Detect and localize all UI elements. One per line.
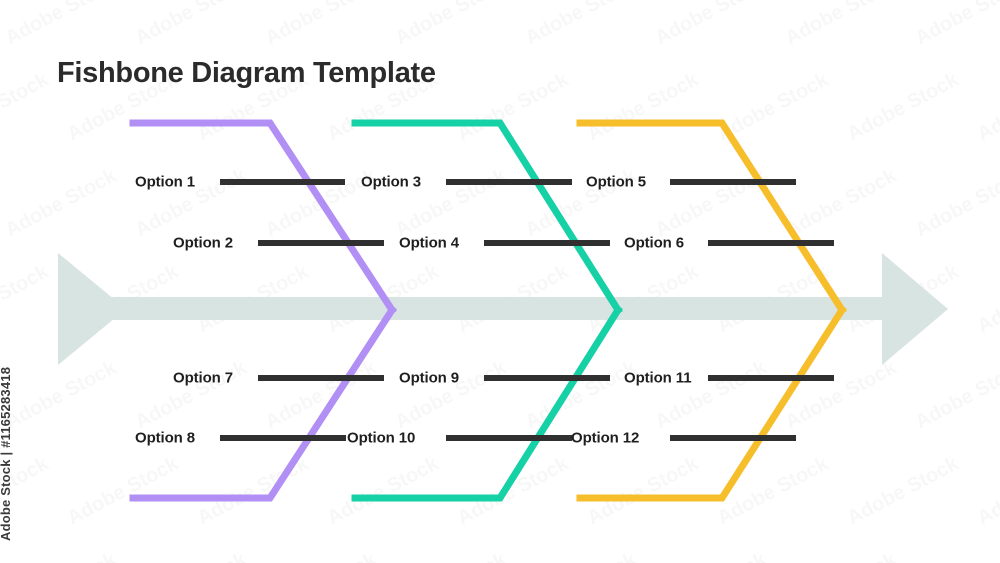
branch-teal-top-path: [351, 119, 623, 315]
option-12-label[interactable]: Option 12: [571, 429, 640, 447]
branch-teal-bottom[interactable]: [351, 305, 623, 502]
option-9-label[interactable]: Option 9: [399, 369, 460, 387]
branch-teal-top[interactable]: [351, 119, 623, 315]
spine-tail-fin: [58, 253, 126, 365]
branch-yellow-bottom[interactable]: [576, 305, 847, 502]
branch-teal-bottom-path: [351, 305, 623, 502]
branch-purple-top-path: [129, 119, 397, 315]
option-2-label[interactable]: Option 2: [173, 234, 234, 252]
branch-purple-bottom[interactable]: [129, 305, 397, 502]
branch-yellow-top-path: [576, 119, 847, 315]
option-8-label[interactable]: Option 8: [135, 429, 196, 447]
option-1-label[interactable]: Option 1: [135, 173, 196, 191]
main-spine: [58, 253, 948, 365]
option-6-label[interactable]: Option 6: [624, 234, 685, 252]
branch-purple-bottom-path: [129, 305, 397, 502]
page-title: Fishbone Diagram Template: [57, 57, 436, 90]
option-5-label[interactable]: Option 5: [586, 173, 647, 191]
branch-purple-top[interactable]: [129, 119, 397, 315]
spine-arrow-head: [882, 253, 948, 365]
stock-credit-watermark: Adobe Stock | #1165283418: [0, 366, 13, 541]
option-7-label[interactable]: Option 7: [173, 369, 234, 387]
branch-yellow-bottom-path: [576, 305, 847, 502]
spine-bar: [110, 297, 900, 320]
branch-yellow-top[interactable]: [576, 119, 847, 315]
option-10-label[interactable]: Option 10: [347, 429, 416, 447]
option-11-label[interactable]: Option 11: [624, 369, 692, 387]
option-3-label[interactable]: Option 3: [361, 173, 422, 191]
option-4-label[interactable]: Option 4: [399, 234, 460, 252]
